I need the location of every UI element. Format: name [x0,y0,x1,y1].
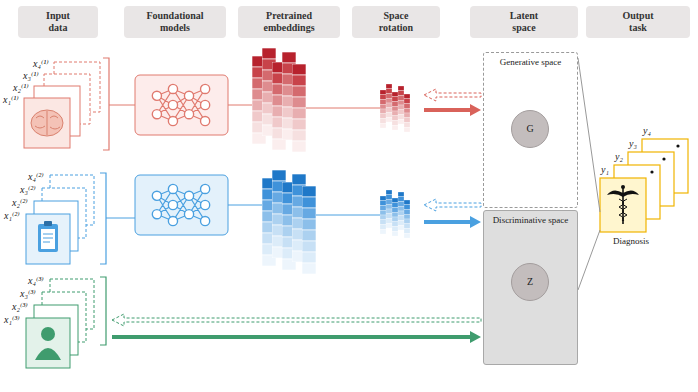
clinical-row [404,200,410,238]
imaging-row [404,94,410,132]
diagnosis-output: Diagnosis [600,132,690,250]
latent-to-output-line [578,230,600,290]
input-output-label: y₁ [601,164,609,176]
input-output-label: x₃⁽²⁾ [20,184,36,196]
imaging-row [392,92,398,130]
clinical-row [398,192,404,230]
imaging-row [228,105,252,106]
demographic-row [26,318,70,368]
column-header: Latent space [470,6,578,38]
column-header-text: Input data [46,10,70,34]
column-header: Pretrained embeddings [238,6,340,38]
clinical-row [26,214,70,264]
clinical-row [26,170,481,274]
diagnosis-cards [607,190,639,197]
column-header: Space rotation [352,6,440,38]
diagnosis-output-text: Diagnosis [600,236,662,247]
clinical-row [392,198,398,236]
discriminative-space-box: Discriminative spaceZ [483,210,578,365]
input-output-label: x₃⁽³⁾ [20,288,36,300]
input-output-label: x₄⁽²⁾ [28,171,44,183]
input-output-label: x₄⁽¹⁾ [33,58,49,70]
diagnosis-cards [600,139,688,232]
imaging-row [24,98,70,148]
input-output-label: x₃⁽¹⁾ [23,70,39,82]
demographic-row [112,314,481,326]
diagnosis-cards [676,144,679,147]
input-output-label: x₂⁽³⁾ [12,301,28,313]
discriminative-space-box-text: Discriminative space [484,211,577,226]
clinical-row [106,218,135,219]
imaging-row [386,84,392,122]
demographic-row [41,327,55,341]
clinical-row [424,199,481,211]
input-output-label: x₄⁽³⁾ [28,275,44,287]
clinical-row [316,215,380,216]
input-output-label: x₁⁽¹⁾ [3,94,19,106]
input-output-label: y₂ [615,151,623,163]
diagnosis-cards [621,185,625,189]
clinical-row [152,184,209,225]
imaging-row [109,105,135,106]
demographic-row [35,348,61,360]
diagnosis-cards [619,199,627,221]
demographic-row [112,331,481,343]
input-output-label: x₂⁽²⁾ [12,197,28,209]
imaging-row [35,111,60,135]
clinical-row [38,224,58,252]
clinical-row [380,196,386,234]
column-header: Input data [18,6,98,38]
clinical-row [386,190,392,228]
input-output-label: y₃ [629,138,637,150]
clinical-row [135,175,228,235]
diagnosis-cards [600,178,646,232]
column-header-text: Latent space [510,10,538,34]
demographic-row [100,277,106,345]
imaging-row [424,104,481,116]
input-output-label: x₁⁽³⁾ [4,314,20,326]
clinical-row [44,221,52,226]
latent-circle: G [511,110,549,148]
column-header-text: Space rotation [379,10,413,34]
imaging-row [292,64,306,152]
diagnosis-cards [650,170,653,173]
imaging-row [152,84,209,125]
imaging-row [31,110,63,136]
clinical-row [100,173,106,264]
latent-circle-text: Z [527,276,533,288]
latent-circle-text: G [526,123,533,135]
latent-circle: Z [511,263,549,301]
column-header: Foundational models [124,6,226,38]
column-header-text: Pretrained embeddings [263,10,314,34]
imaging-row [306,108,380,109]
input-output-label: x₂⁽¹⁾ [13,82,29,94]
imaging-row [424,89,481,101]
imaging-row [380,90,386,128]
clinical-row [228,205,262,206]
clinical-row [34,201,78,251]
input-output-label: x₁⁽²⁾ [4,210,20,222]
imaging-row [24,48,481,152]
column-header: Output task [586,6,690,38]
imaging-row [135,75,228,135]
generative-space-box: Generative spaceG [483,52,578,208]
demographic-row [26,277,481,368]
column-header-text: Foundational models [146,10,203,34]
imaging-row [103,58,109,150]
clinical-row [43,234,53,242]
diagnosis-cards [662,157,665,160]
column-header-text: Output task [622,10,653,34]
imaging-row [398,86,404,124]
input-output-label: y₄ [643,125,651,137]
clinical-row [41,229,55,249]
clinical-row [302,186,316,274]
generative-space-box-text: Generative space [484,53,577,68]
clinical-row [424,216,481,228]
latent-to-output-line [578,58,600,212]
